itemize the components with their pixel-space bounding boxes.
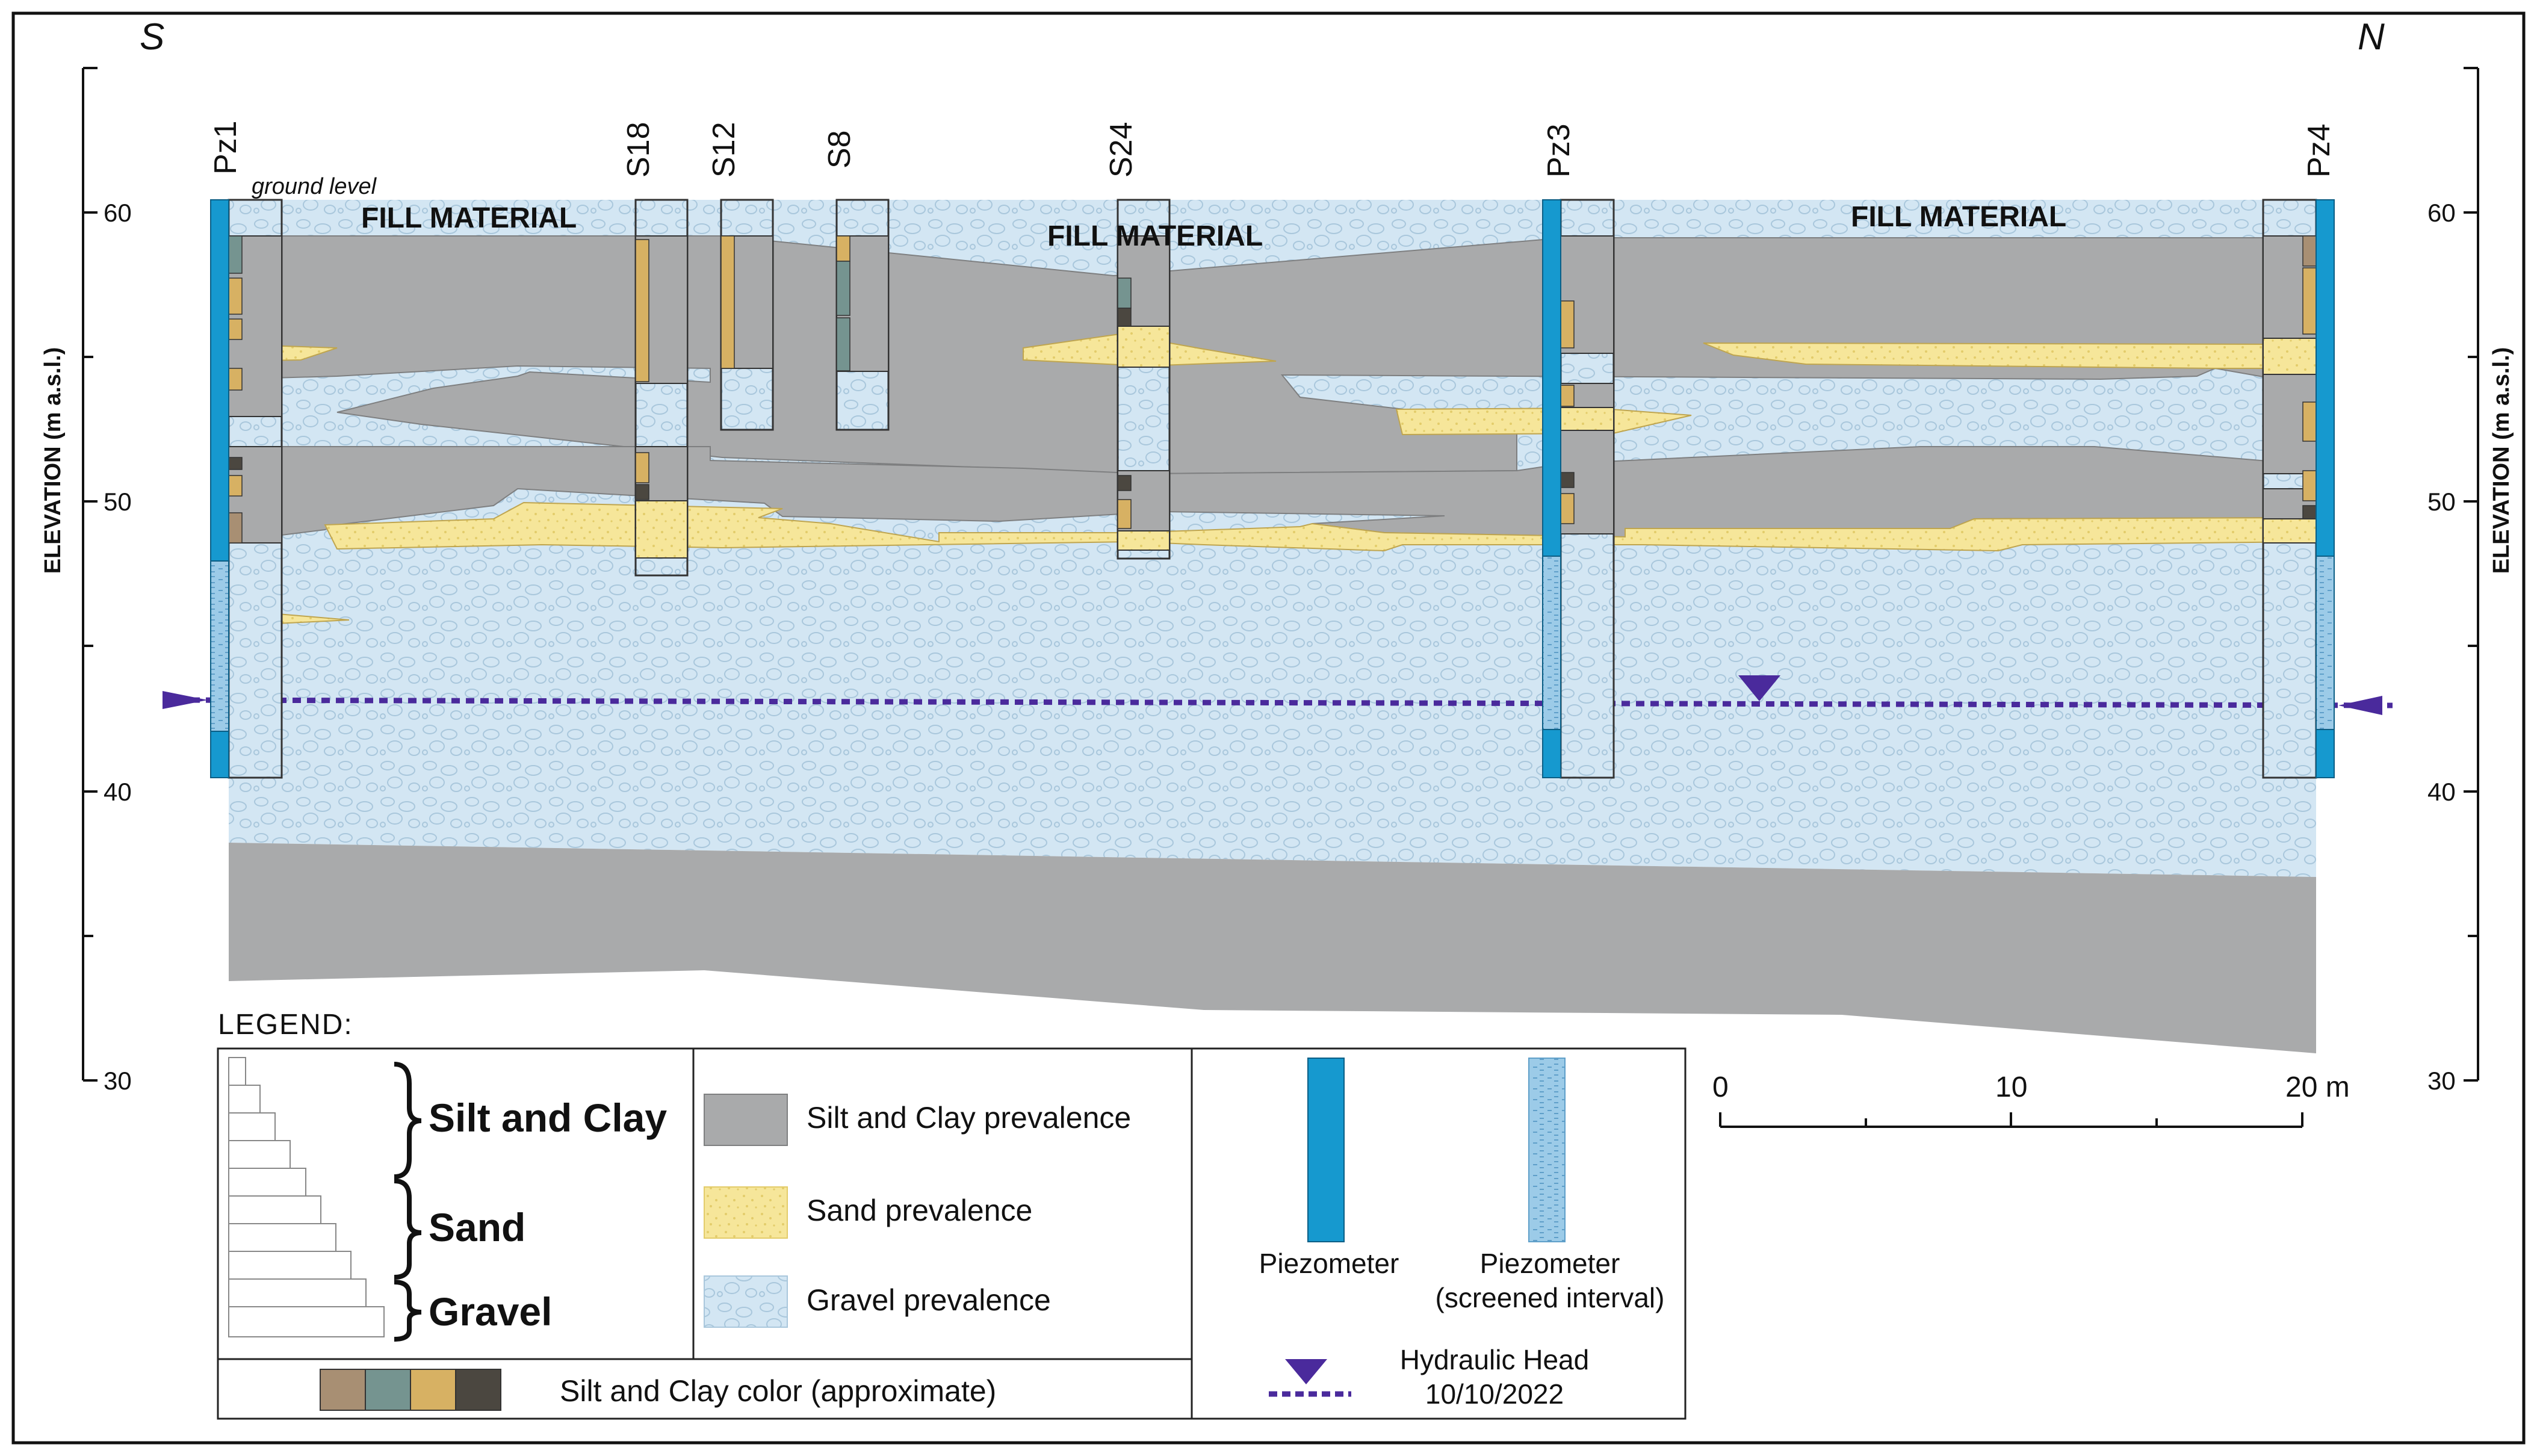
grain-size-staircase — [228, 1057, 385, 1337]
hydraulic-head-line — [162, 697, 2393, 708]
left-tick-30: 30 — [104, 1067, 132, 1095]
right-axis-label: ELEVATION (m a.s.l.) — [2489, 347, 2514, 574]
legend-silt-and-clay: Silt and Clay — [429, 1095, 667, 1140]
direction-north: N — [2358, 16, 2385, 58]
left-tick-60: 60 — [104, 199, 132, 227]
right-elevation-axis — [2464, 67, 2479, 1082]
swatch-sand — [704, 1186, 788, 1239]
swatch-gravel — [704, 1275, 788, 1328]
fill-material-label-3: FILL MATERIAL — [1851, 201, 2066, 233]
legend-box — [217, 1047, 1687, 1420]
borehole-label-s12: S12 — [707, 122, 742, 178]
borehole-label-pz3: Pz3 — [1541, 123, 1576, 178]
right-tick-30: 30 — [2427, 1067, 2456, 1095]
borehole-label-pz4: Pz4 — [2302, 123, 2337, 178]
legend-hydraulic-head-2: 10/10/2022 — [1425, 1378, 1564, 1410]
silt-color-swatches — [320, 1369, 501, 1411]
grain-size-braces — [394, 1062, 422, 1342]
hydraulic-head-left-marker — [163, 691, 208, 709]
swatch-piezometer — [1307, 1058, 1345, 1242]
left-axis-label: ELEVATION (m a.s.l.) — [40, 347, 66, 574]
right-tick-60: 60 — [2427, 199, 2456, 227]
fill-material-label-2: FILL MATERIAL — [1047, 220, 1263, 252]
hydraulic-head-right-marker — [2338, 696, 2382, 715]
legend-title: LEGEND: — [218, 1009, 353, 1041]
scale-label-0: 0 — [1712, 1071, 1729, 1103]
legend-clay-prevalence: Silt and Clay prevalence — [807, 1101, 1131, 1135]
legend-hydraulic-head-1: Hydraulic Head — [1400, 1344, 1589, 1375]
legend-silt-color-caption: Silt and Clay color (approximate) — [560, 1374, 996, 1408]
direction-south: S — [140, 16, 164, 58]
legend-gravel-prevalence: Gravel prevalence — [807, 1283, 1051, 1317]
borehole-label-s18: S18 — [621, 122, 656, 178]
right-tick-40: 40 — [2427, 778, 2456, 806]
legend-gravel: Gravel — [429, 1289, 552, 1334]
scale-label-10: 10 — [1995, 1071, 2027, 1103]
borehole-label-s8: S8 — [822, 130, 857, 169]
borehole-label-s24: S24 — [1104, 122, 1139, 178]
scale-bar — [1719, 1112, 2303, 1128]
hydraulic-head-center-marker — [1738, 675, 1780, 701]
ground-level-label: ground level — [252, 174, 377, 199]
swatch-piezometer-screened — [1528, 1058, 1566, 1242]
right-tick-50: 50 — [2427, 488, 2456, 516]
left-elevation-axis — [82, 67, 98, 1082]
legend-sand: Sand — [429, 1205, 525, 1250]
piezometer-pipes — [210, 199, 2335, 778]
left-tick-40: 40 — [104, 778, 132, 806]
legend-piezometer-screened-1: Piezometer — [1480, 1248, 1620, 1279]
borehole-sand-intervals — [635, 326, 2317, 559]
deep-clay-unit — [229, 843, 2316, 1053]
legend-hydraulic-head-marker — [1285, 1359, 1327, 1384]
legend-piezometer-screened-2: (screened interval) — [1436, 1282, 1665, 1313]
borehole-color-strips — [228, 235, 2317, 544]
left-tick-50: 50 — [104, 488, 132, 516]
swatch-clay — [704, 1094, 788, 1146]
fill-material-label-1: FILL MATERIAL — [361, 202, 577, 234]
legend-sand-prevalence: Sand prevalence — [807, 1194, 1032, 1227]
legend-piezometer: Piezometer — [1259, 1248, 1399, 1279]
figure-frame — [11, 11, 2526, 1445]
borehole-label-pz1: Pz1 — [208, 120, 243, 175]
scale-label-20: 20 m — [2285, 1071, 2350, 1103]
